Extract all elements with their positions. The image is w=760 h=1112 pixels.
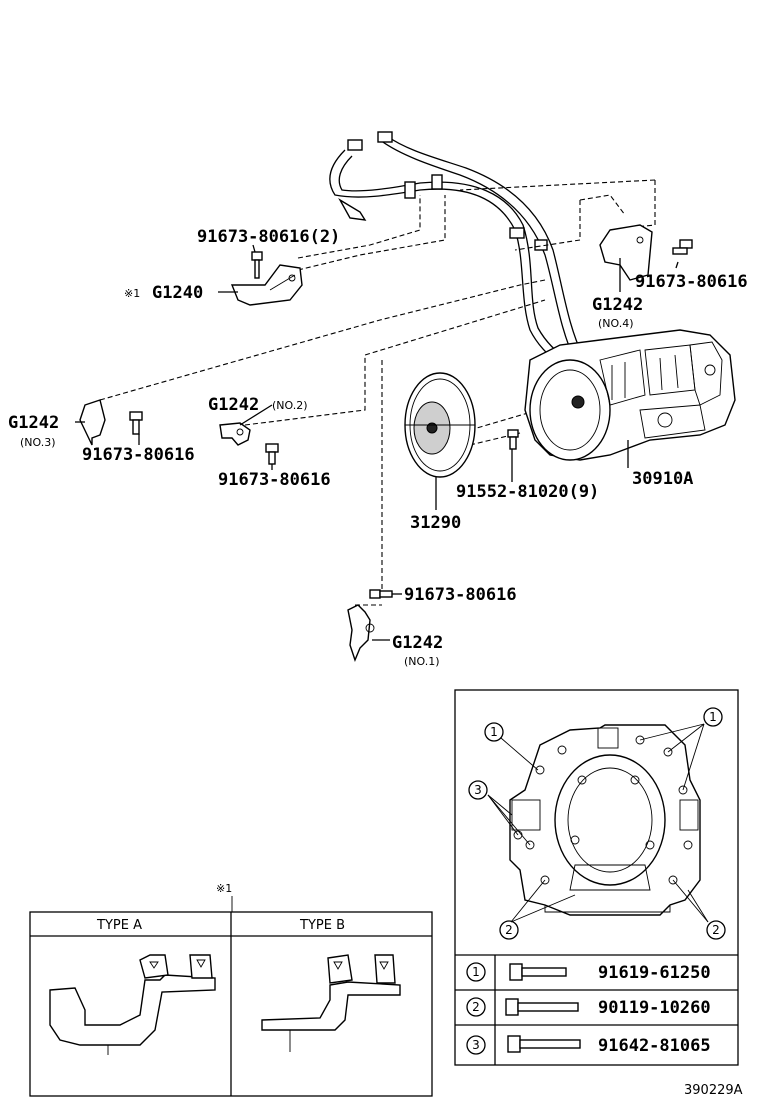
callout-g1242-no4: G1242 bbox=[592, 295, 643, 315]
callout-no3: (NO.3) bbox=[20, 436, 56, 449]
callout-g1242-no3: G1242 bbox=[8, 413, 59, 433]
callout-lines bbox=[75, 244, 679, 641]
bolt-legend: 1 1 3 2 2 1 91619-61250 bbox=[454, 689, 739, 1066]
oil-cooler-hose bbox=[329, 131, 584, 371]
bracket-g1240 bbox=[230, 251, 303, 306]
legend-part-number: 90119-10260 bbox=[598, 998, 711, 1018]
housing-marker: 1 bbox=[703, 707, 723, 727]
callout-bolt-drive-plate: 91552-81020(9) bbox=[456, 482, 599, 502]
callout-g1240: G1240 bbox=[152, 283, 203, 303]
svg-text:2: 2 bbox=[712, 923, 720, 937]
svg-text:2: 2 bbox=[472, 1000, 480, 1014]
type-a-header: TYPE A bbox=[96, 918, 142, 933]
marker-note-1: ※1 bbox=[124, 287, 140, 300]
bracket-g1242-no1 bbox=[347, 604, 375, 662]
bolt-icon bbox=[265, 443, 279, 465]
callout-drive-plate: 31290 bbox=[410, 513, 461, 533]
type-table-marker: ※1 bbox=[216, 882, 232, 895]
transmission-assembly bbox=[524, 329, 736, 461]
legend-row: 2 90119-10260 bbox=[466, 997, 711, 1018]
bolt-icon bbox=[509, 963, 567, 981]
housing-marker: 2 bbox=[706, 920, 726, 940]
converter-housing bbox=[509, 724, 701, 916]
bolt-icon bbox=[505, 998, 579, 1016]
legend-row: 1 91619-61250 bbox=[466, 962, 711, 983]
svg-text:1: 1 bbox=[472, 965, 480, 979]
bolt-icon bbox=[672, 239, 693, 255]
svg-text:1: 1 bbox=[490, 725, 498, 739]
callout-no4: (NO.4) bbox=[598, 317, 634, 330]
callout-g1242-no2: G1242 bbox=[208, 395, 259, 415]
callout-no1: (NO.1) bbox=[404, 655, 440, 668]
callout-transmission: 30910A bbox=[632, 469, 693, 489]
housing-marker: 3 bbox=[468, 780, 488, 800]
callout-g1242-no1: G1242 bbox=[392, 633, 443, 653]
drive-plate bbox=[404, 372, 476, 478]
bracket-g1242-no4 bbox=[599, 224, 693, 281]
bracket-g1242-no3 bbox=[79, 399, 106, 446]
housing-marker: 2 bbox=[499, 920, 519, 940]
bolt-icon bbox=[369, 589, 393, 599]
type-b-header: TYPE B bbox=[299, 918, 345, 933]
bolt-icon bbox=[507, 429, 519, 450]
callout-bolt-no3: 91673-80616 bbox=[82, 445, 195, 465]
svg-text:3: 3 bbox=[472, 1038, 480, 1052]
bolt-icon bbox=[129, 411, 143, 435]
bracket-g1242-no2 bbox=[219, 422, 251, 446]
callout-bolt-g1240: 91673-80616(2) bbox=[197, 227, 340, 247]
bracket-type-a bbox=[49, 954, 216, 1055]
callout-bolt-no2: 91673-80616 bbox=[218, 470, 331, 490]
callout-bolt-no4: 91673-80616 bbox=[635, 272, 748, 292]
bolt-icon bbox=[251, 251, 263, 279]
bracket-type-b bbox=[261, 954, 401, 1052]
legend-row: 3 91642-81065 bbox=[466, 1035, 711, 1056]
callout-bolt-no1: 91673-80616 bbox=[404, 585, 517, 605]
svg-text:3: 3 bbox=[474, 783, 482, 797]
bolt-icon bbox=[507, 1035, 581, 1053]
leader-lines bbox=[99, 179, 656, 606]
svg-text:2: 2 bbox=[505, 923, 513, 937]
type-table: ※1 TYPE A TYPE B bbox=[29, 882, 433, 1097]
illustration-code: 390229A bbox=[684, 1083, 743, 1098]
svg-text:1: 1 bbox=[709, 710, 717, 724]
legend-part-number: 91619-61250 bbox=[598, 963, 711, 983]
legend-part-number: 91642-81065 bbox=[598, 1036, 711, 1056]
callout-no2: (NO.2) bbox=[272, 399, 308, 412]
housing-marker: 1 bbox=[484, 722, 504, 742]
